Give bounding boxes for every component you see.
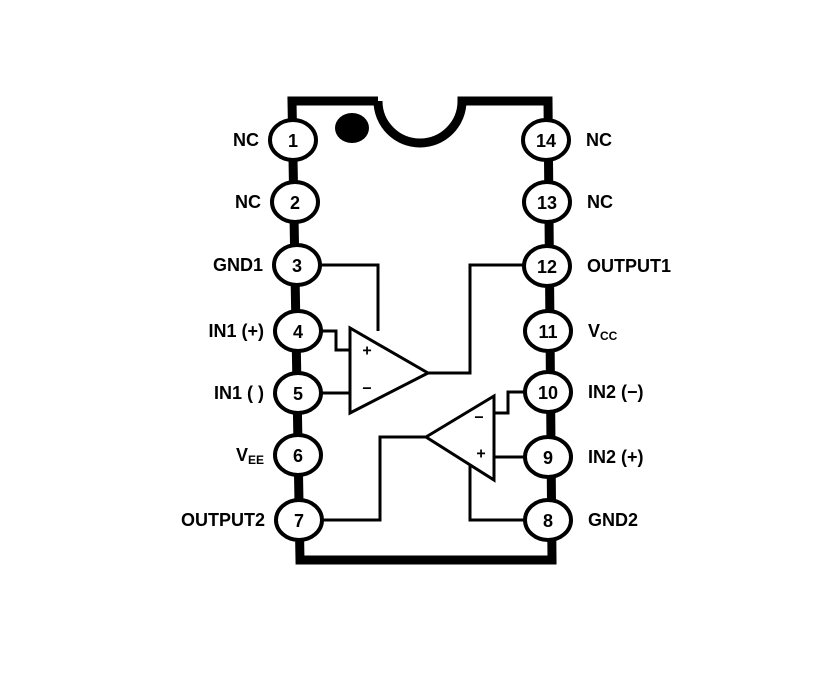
pin-label-text-11: V [588, 321, 600, 341]
pin-label-9: IN2 (+) [588, 447, 644, 467]
pin-circle-5 [273, 371, 323, 415]
opamp1-minus-sign: − [362, 381, 371, 398]
pin-14: 14 NC [521, 118, 612, 162]
wire-in2-minus [494, 390, 524, 415]
pin-label-text-9: IN2 (+) [588, 447, 644, 467]
opamp-2 [423, 393, 496, 483]
pin-circle-2 [270, 180, 320, 224]
pin-label-4: IN1 (+) [208, 321, 264, 341]
pin-number-3: 3 [292, 256, 302, 276]
pin-number-14: 14 [536, 131, 556, 151]
pin1-indicator-dot [335, 113, 369, 143]
pin-2: 2 NC [235, 180, 320, 224]
pin-label-text-13: NC [587, 192, 613, 212]
pin-number-9: 9 [543, 448, 553, 468]
pin-label-7: OUTPUT2 [181, 510, 265, 530]
pin-number-1: 1 [288, 131, 298, 151]
wire-gnd2 [468, 457, 524, 522]
pin-label-text-5: IN1 ( ) [214, 383, 264, 403]
pin-circle-4 [273, 309, 323, 353]
pin-circle-8 [523, 498, 573, 542]
pin-label-5: IN1 ( ) [214, 383, 264, 403]
pin-number-12: 12 [537, 257, 557, 277]
opamp2-plus-sign: + [476, 446, 485, 463]
pin-label-text-4: IN1 (+) [208, 321, 264, 341]
pin-5: 5 IN1 ( ) [214, 371, 323, 415]
pin-label-text-8: GND2 [588, 510, 638, 530]
pin-label-14: NC [586, 130, 612, 150]
pin-label-11: VCC [588, 321, 618, 343]
opamp-1 [348, 325, 432, 416]
pin-label-8: GND2 [588, 510, 638, 530]
wire-gnd1 [320, 263, 380, 331]
pin-label-text-14: NC [586, 130, 612, 150]
pin-number-6: 6 [293, 446, 303, 466]
pin-number-13: 13 [537, 193, 557, 213]
pin-label-2: NC [235, 192, 261, 212]
pin-label-subscript-6: EE [248, 453, 264, 467]
wire-in1-plus [322, 329, 352, 352]
pin-label-text-12: OUTPUT1 [587, 256, 671, 276]
opamp2-minus-sign: − [474, 410, 483, 427]
pin-label-text-2: NC [235, 192, 261, 212]
pin-label-10: IN2 (−) [588, 382, 644, 402]
pin-label-text-3: GND1 [213, 255, 263, 275]
pin-circle-13 [522, 180, 572, 224]
pin-circle-10 [523, 370, 573, 414]
pin-label-text-7: OUTPUT2 [181, 510, 265, 530]
pin-number-8: 8 [543, 511, 553, 531]
pin-7: 7 OUTPUT2 [181, 498, 324, 542]
pin-3: 3 GND1 [213, 243, 322, 287]
pin-label-12: OUTPUT1 [587, 256, 671, 276]
wire-output1 [428, 263, 524, 375]
pin-10: 10 IN2 (−) [523, 370, 644, 414]
pin-circle-9 [523, 435, 573, 479]
ic-package-body [287, 96, 557, 565]
pin-circle-3 [272, 243, 322, 287]
pin-label-text-1: NC [233, 130, 259, 150]
pin-label-1: NC [233, 130, 259, 150]
pin-6: 6 VEE [236, 433, 323, 477]
pin-label-3: GND1 [213, 255, 263, 275]
opamp1-plus-sign: + [362, 343, 371, 360]
pin-1: 1 NC [233, 118, 318, 162]
pin-circle-14 [521, 118, 571, 162]
pin-circle-7 [274, 498, 324, 542]
pin-number-4: 4 [293, 322, 303, 342]
pin-number-10: 10 [538, 383, 558, 403]
pin-circle-6 [273, 433, 323, 477]
pin-number-7: 7 [294, 511, 304, 531]
pin-label-13: NC [587, 192, 613, 212]
pin-11: 11 VCC [523, 309, 618, 353]
pin-circle-11 [523, 309, 573, 353]
pin-circle-1 [268, 118, 318, 162]
pin-circle-12 [522, 244, 572, 288]
wire-output2 [322, 435, 426, 522]
pin-9: 9 IN2 (+) [523, 435, 644, 479]
pin-number-2: 2 [290, 193, 300, 213]
pin-4: 4 IN1 (+) [208, 309, 323, 353]
pin-13: 13 NC [522, 180, 613, 224]
pin-number-11: 11 [538, 322, 557, 342]
pin-number-5: 5 [293, 384, 303, 404]
pin-8: 8 GND2 [523, 498, 638, 542]
pin-label-text-6: V [236, 445, 248, 465]
pin-label-6: VEE [236, 445, 264, 467]
pin-label-text-10: IN2 (−) [588, 382, 644, 402]
pin-label-subscript-11: CC [600, 329, 618, 343]
pin-12: 12 OUTPUT1 [522, 244, 671, 288]
